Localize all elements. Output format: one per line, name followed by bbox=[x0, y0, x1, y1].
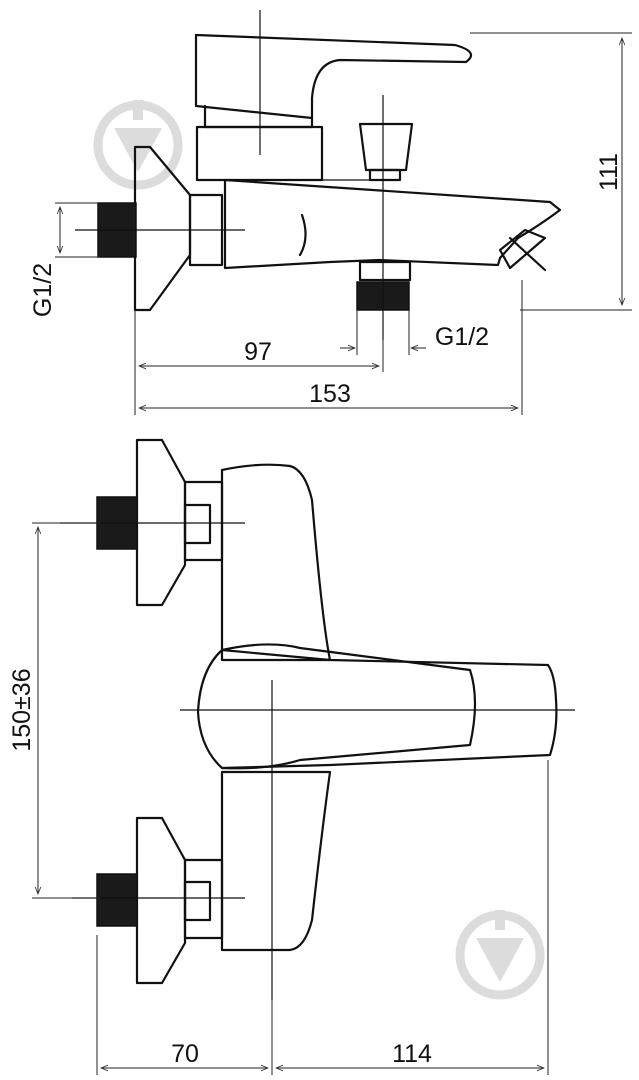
dim-front-left-offset: 70 bbox=[171, 1040, 199, 1068]
front-upper-flange bbox=[135, 438, 187, 607]
dim-side-left-thread: G1/2 bbox=[29, 263, 57, 317]
dim-side-bottom-thread: G1/2 bbox=[435, 323, 489, 351]
dim-front-inlet-spacing: 150±36 bbox=[8, 668, 36, 751]
watermark-shield-icon bbox=[93, 100, 183, 190]
dim-side-total: 153 bbox=[309, 380, 351, 408]
front-lower-flange bbox=[135, 816, 187, 985]
side-view bbox=[55, 10, 632, 415]
front-body bbox=[220, 463, 332, 662]
dim-front-right-length: 114 bbox=[392, 1040, 432, 1068]
front-lower-thread bbox=[96, 873, 138, 927]
side-diverter-knob bbox=[358, 122, 414, 172]
dim-side-height: 111 bbox=[595, 153, 623, 191]
dim-side-inlet-outlet: 97 bbox=[244, 338, 272, 366]
side-spout bbox=[223, 178, 562, 270]
front-spout bbox=[196, 648, 558, 770]
watermark-shield-icon-2 bbox=[455, 910, 545, 1000]
front-view bbox=[32, 438, 575, 1075]
side-lever bbox=[194, 33, 473, 120]
side-nozzle bbox=[498, 228, 547, 270]
